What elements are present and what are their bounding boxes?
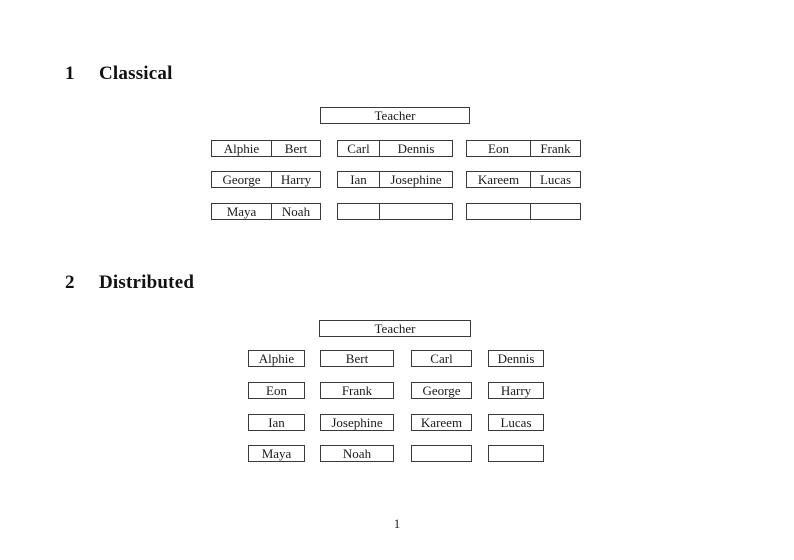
teacher-label: Teacher: [374, 108, 416, 123]
seat: Ian: [338, 172, 380, 187]
seat-empty: [380, 204, 452, 219]
desk-distributed: Frank: [320, 382, 394, 399]
seat: Carl: [430, 351, 453, 366]
seat: George: [422, 383, 461, 398]
section-title: Distributed: [99, 272, 195, 293]
desk-distributed: Maya: [248, 445, 305, 462]
seat: Maya: [212, 204, 272, 219]
section-heading-classical: 1 Classical: [65, 63, 173, 85]
desk-distributed: Ian: [248, 414, 305, 431]
desk-classical: Carl Dennis: [337, 140, 453, 157]
desk-distributed: Harry: [488, 382, 544, 399]
desk-distributed-empty: [488, 445, 544, 462]
teacher-box-distributed: Teacher: [319, 320, 471, 337]
seat: Carl: [338, 141, 380, 156]
desk-classical-empty: [466, 203, 581, 220]
seat: Harry: [500, 383, 532, 398]
seat: Frank: [540, 141, 571, 156]
seat: Noah: [281, 204, 311, 219]
desk-distributed: Alphie: [248, 350, 305, 367]
desk-distributed: Dennis: [488, 350, 544, 367]
desk-distributed: Bert: [320, 350, 394, 367]
seat: Maya: [261, 446, 292, 461]
seat: Eon: [266, 383, 287, 398]
desk-distributed: Eon: [248, 382, 305, 399]
seat: Lucas: [500, 415, 532, 430]
desk-distributed: George: [411, 382, 472, 399]
desk-classical: Kareem Lucas: [466, 171, 581, 188]
desk-classical-empty: [337, 203, 453, 220]
desk-distributed: Carl: [411, 350, 472, 367]
seat-empty: [467, 204, 531, 219]
desk-distributed: Lucas: [488, 414, 544, 431]
section-title: Classical: [99, 63, 173, 84]
seat: Bert: [284, 141, 308, 156]
seat: Kareem: [420, 415, 463, 430]
seat: Lucas: [539, 172, 572, 187]
desk-classical: George Harry: [211, 171, 321, 188]
seat: Frank: [341, 383, 373, 398]
desk-distributed: Kareem: [411, 414, 472, 431]
seat: Alphie: [212, 141, 272, 156]
desk-classical: Eon Frank: [466, 140, 581, 157]
desk-classical: Maya Noah: [211, 203, 321, 220]
seat: Bert: [345, 351, 369, 366]
section-number: 1: [65, 63, 75, 84]
seat: Dennis: [497, 351, 535, 366]
seat: George: [212, 172, 272, 187]
desk-classical: Ian Josephine: [337, 171, 453, 188]
desk-distributed: Noah: [320, 445, 394, 462]
seat: Harry: [280, 172, 312, 187]
seat-empty: [531, 204, 580, 219]
teacher-box-classical: Teacher: [320, 107, 470, 124]
teacher-label: Teacher: [374, 321, 416, 336]
desk-classical: Alphie Bert: [211, 140, 321, 157]
seat: Alphie: [258, 351, 295, 366]
page-number: 1: [393, 516, 401, 531]
desk-distributed: Josephine: [320, 414, 394, 431]
seat: Eon: [467, 141, 531, 156]
seat-empty: [338, 204, 380, 219]
seat: Dennis: [397, 141, 435, 156]
seat: Ian: [268, 415, 285, 430]
seat: Josephine: [390, 172, 442, 187]
seat: Kareem: [467, 172, 531, 187]
seat: Noah: [342, 446, 372, 461]
section-heading-distributed: 2 Distributed: [65, 272, 194, 294]
seat: Josephine: [331, 415, 383, 430]
section-number: 2: [65, 272, 75, 293]
desk-distributed-empty: [411, 445, 472, 462]
